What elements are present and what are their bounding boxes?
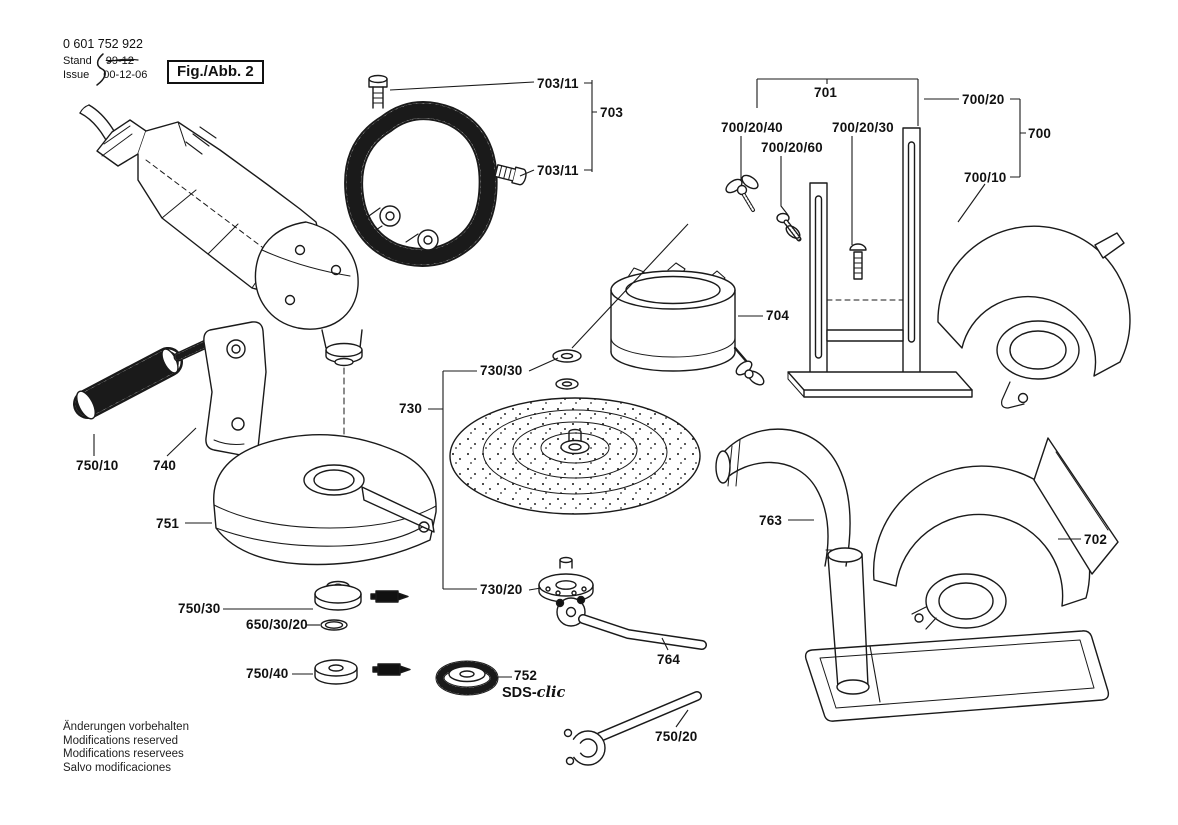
issue-row: Issue 00-12-06 [63,69,147,81]
callout-704: 704 [766,308,790,323]
o-ring-650-30-20 [320,619,348,631]
figure-label: Fig./Abb. 2 [167,60,264,84]
callout-730-30: 730/30 [480,363,523,378]
callout-703: 703 [600,105,624,120]
callout-751: 751 [156,516,180,531]
cutting-guide-700 [725,127,973,398]
issue-value: 00-12-06 [103,69,148,81]
footer-line-en: Modifications reserved [63,734,179,747]
angle-grinder-machine [79,104,363,453]
callout-700-20-40: 700/20/40 [721,120,783,135]
stand-row: Stand 99-12 [63,55,134,67]
grease-icon [372,663,411,676]
document-part-number: 0 601 752 922 [63,37,143,51]
callout-700-20-30: 700/20/30 [832,120,894,135]
backing-flange-730-20 [538,556,594,603]
callout-752: 752 [514,668,538,683]
sanding-disc-730 [449,397,701,515]
callout-650-30-20: 650/30/20 [246,617,308,632]
callout-703-11-upper: 703/11 [537,76,579,91]
washers-730-30 [552,349,582,390]
callout-750-30: 750/30 [178,601,221,616]
callout-764: 764 [657,652,681,667]
callout-leader-lines [93,78,1081,728]
callout-730: 730 [399,401,423,416]
callout-700-20: 700/20 [962,92,1005,107]
revision-mark [96,53,139,86]
suction-hose-763 [715,428,851,567]
callout-702: 702 [1084,532,1108,547]
issue-label: Issue [63,69,90,81]
cut-off-guard-700-10 [937,225,1131,409]
grease-icon [370,590,409,603]
legal-footer: Änderungen vorbehalten Modifications res… [63,721,189,775]
callout-730-20: 730/20 [480,582,523,597]
callout-703-11-lower: 703/11 [537,163,579,178]
footer-line-es: Salvo modificaciones [63,761,172,774]
sds-clic-logo: SDS-clic [502,684,565,701]
sds-prefix: SDS- [502,685,537,701]
sds-clic-nut-752 [435,660,499,696]
stand-value: 99-12 [105,55,134,67]
stand-label: Stand [63,55,92,67]
handle-screw-upper-703-11 [368,74,388,109]
pin-spanner-750-20 [556,691,702,766]
two-hole-spanner-764 [555,595,707,650]
callout-750-20: 750/20 [655,729,698,744]
handle-screw-lower-703-11 [494,164,527,186]
callout-763: 763 [759,513,783,528]
bail-handle-703 [344,101,498,267]
footer-line-de: Änderungen vorbehalten [63,721,189,733]
callout-700-20-60: 700/20/60 [761,140,823,155]
side-handle-750-10 [73,339,211,420]
footer-line-fr: Modifications reservees [63,748,184,760]
callout-740: 740 [153,458,177,473]
callout-700-10: 700/10 [964,170,1007,185]
callout-750-40: 750/40 [246,666,289,681]
mounting-bracket-740 [203,321,267,458]
wheel-guard-751 [213,433,437,566]
clamping-nut-750-40 [314,659,358,685]
clamping-flange-750-30 [314,580,362,611]
callout-701: 701 [814,85,838,100]
cutting-guard-assembly-702 [804,437,1119,722]
extraction-hood-704 [610,262,765,386]
callout-700: 700 [1028,126,1052,141]
callout-750-10: 750/10 [76,458,119,473]
sds-suffix: clic [536,684,566,701]
